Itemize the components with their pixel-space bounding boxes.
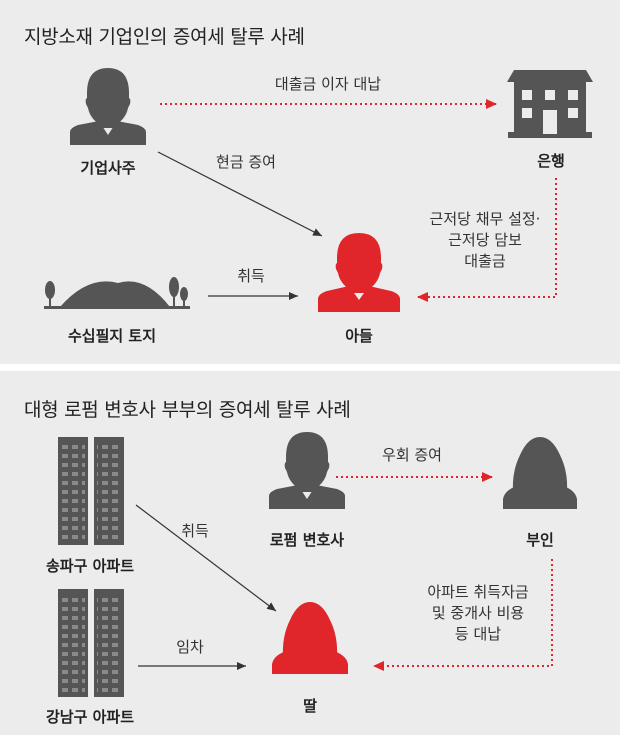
apartment-icon: [58, 589, 124, 697]
edge-cash-gift: [157, 151, 323, 237]
apartment-icon: [58, 437, 124, 545]
woman-icon: [272, 602, 348, 674]
edge-label-mortgage: 근저당 채무 설정· 근저당 담보 대출금: [429, 210, 541, 270]
node-label-land: 수십필지 토지: [67, 327, 157, 345]
man-icon: [70, 68, 146, 145]
woman-icon: [503, 437, 577, 509]
node-label-gangnam-apt: 강남구 아파트: [45, 708, 135, 726]
edge-label-roundabout-gift: 우회 증여: [382, 446, 442, 464]
node-label-songpa-apt: 송파구 아파트: [45, 557, 135, 575]
panel-title: 지방소재 기업인의 증여세 탈루 사례: [24, 26, 305, 48]
node-label-son: 아들: [345, 327, 373, 345]
node-label-owner: 기업사주: [80, 159, 136, 177]
edge-acquire-songpa: [135, 504, 277, 612]
diagram-canvas: [58, 432, 577, 697]
diagram-canvas: [44, 68, 593, 312]
edge-label-acquire: 취득: [181, 522, 209, 540]
man-icon: [318, 233, 400, 312]
edge-label-lease: 임차: [176, 638, 204, 656]
man-icon: [269, 432, 345, 509]
case-panel-business-owner: 지방소재 기업인의 증여세 탈루 사례: [0, 0, 620, 364]
panel-title: 대형 로펌 변호사 부부의 증여세 탈루 사례: [24, 399, 351, 421]
node-label-daughter: 딸: [303, 697, 317, 715]
edge-label-acquire: 취득: [237, 267, 265, 285]
hills-trees-icon: [44, 277, 190, 309]
edge-label-loan-interest: 대출금 이자 대납: [274, 75, 382, 93]
node-label-wife: 부인: [526, 531, 554, 549]
edge-label-funds: 아파트 취득자금 및 중개사 비용 등 대납: [427, 583, 529, 643]
node-label-bank: 은행: [537, 152, 565, 170]
building-icon: [507, 70, 593, 138]
edge-funds: [373, 559, 553, 671]
edge-mortgage-loan: [417, 178, 557, 302]
edge-label-cash-gift: 현금 증여: [216, 153, 276, 171]
case-panel-lawyer-couple: 대형 로펌 변호사 부부의 증여세 탈루 사례: [0, 371, 620, 735]
node-label-lawyer: 로펌 변호사: [269, 531, 345, 549]
